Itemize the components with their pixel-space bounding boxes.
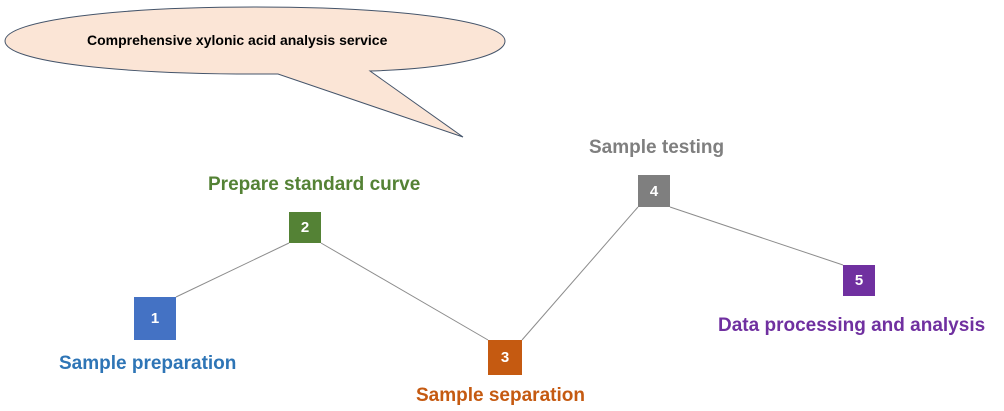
step-5-box: 5: [843, 265, 875, 296]
step-3-number: 3: [500, 349, 510, 366]
step-3-box: 3: [488, 340, 522, 375]
step-4-number: 4: [649, 182, 659, 200]
speech-bubble: [4, 6, 506, 138]
step-2-label: Prepare standard curve: [208, 174, 421, 195]
connector-4-5: [669, 206, 844, 266]
step-4-label: Sample testing: [589, 137, 725, 158]
step-5-label: Data processing and analysis: [718, 315, 986, 336]
step-4-box: 4: [638, 175, 670, 207]
step-3-label: Sample separation: [416, 385, 585, 406]
step-2-box: 2: [289, 212, 321, 243]
callout-title: Comprehensive xylonic acid analysis serv…: [87, 32, 388, 48]
connector-3-4: [521, 206, 639, 341]
step-5-number: 5: [854, 272, 864, 289]
step-1-label: Sample preparation: [59, 353, 237, 374]
connector-2-3: [320, 242, 489, 341]
step-1-number: 1: [150, 310, 160, 327]
step-1-box: 1: [134, 297, 176, 340]
step-2-number: 2: [300, 219, 310, 236]
connector-1-2: [175, 242, 290, 298]
